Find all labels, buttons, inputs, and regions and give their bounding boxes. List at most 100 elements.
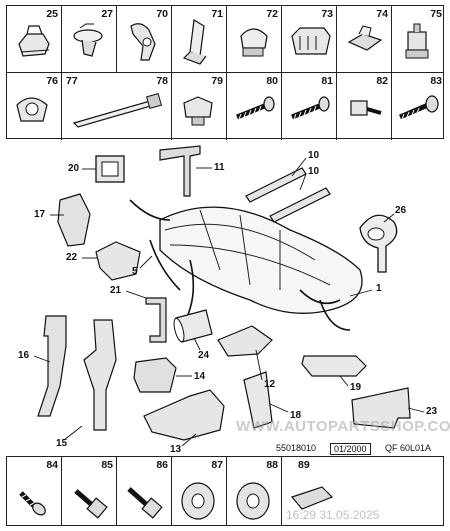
part-number: 72 xyxy=(266,8,278,20)
callout-10a: 10 xyxy=(308,150,320,161)
part-number: 78 xyxy=(156,75,168,87)
part-number: 75 xyxy=(430,8,442,20)
clip-25-icon xyxy=(18,25,50,57)
clip-71-icon xyxy=(182,19,207,65)
cable-tie-icon xyxy=(72,92,163,128)
callout-20: 20 xyxy=(68,163,80,174)
part-cell-70[interactable]: 70 xyxy=(117,6,172,72)
part-number: 74 xyxy=(376,8,388,20)
part-number: 25 xyxy=(46,8,58,20)
bracket-20-shape xyxy=(95,155,125,183)
watermark-site: WWW.AUTOPARTSSHOP.COM xyxy=(236,418,450,435)
bracket-19-shape xyxy=(301,355,367,377)
callout-17: 17 xyxy=(34,209,46,220)
part-number: 88 xyxy=(266,459,278,471)
screw-84-icon xyxy=(19,491,46,516)
harness-wires xyxy=(164,209,331,290)
bolt-82-icon xyxy=(350,100,382,116)
leader-lines xyxy=(33,157,425,447)
part-number: 73 xyxy=(321,8,333,20)
bottom-parts-grid: 84 85 86 87 88 89 xyxy=(6,456,444,526)
part-cell-75[interactable]: 75 xyxy=(392,6,445,72)
clip-76-icon xyxy=(16,97,48,122)
part-cell-84[interactable]: 84 xyxy=(7,457,62,525)
part-cell-87[interactable]: 87 xyxy=(172,457,227,525)
callout-5: 5 xyxy=(132,266,138,277)
part-cell-27[interactable]: 27 xyxy=(62,6,117,72)
part-number: 79 xyxy=(211,75,223,87)
clip-70-icon xyxy=(130,23,156,61)
part-number: 87 xyxy=(211,459,223,471)
rail-10b-shape xyxy=(269,187,331,223)
callout-19: 19 xyxy=(350,382,362,393)
part-number: 81 xyxy=(321,75,333,87)
part-cell-89[interactable]: 89 xyxy=(282,457,445,525)
callout-18: 18 xyxy=(290,410,302,421)
bolt-86-icon xyxy=(127,487,163,519)
part-cell-82[interactable]: 82 xyxy=(337,73,392,140)
part-cell-83[interactable]: 83 xyxy=(392,73,445,140)
part-cell-25[interactable]: 25 xyxy=(7,6,62,72)
bracket-12-shape xyxy=(217,325,273,357)
bracket-11-shape xyxy=(159,145,201,197)
grommet-87-icon xyxy=(181,482,215,520)
callout-10b: 10 xyxy=(308,166,320,177)
part-number: 89 xyxy=(298,459,310,471)
part-number: 76 xyxy=(46,75,58,87)
part-cell-73[interactable]: 73 xyxy=(282,6,337,72)
part-number: 82 xyxy=(376,75,388,87)
part-cell-86[interactable]: 86 xyxy=(117,457,172,525)
callout-26: 26 xyxy=(395,205,407,216)
part-number: 86 xyxy=(156,459,168,471)
bracket-17-shape xyxy=(57,193,91,247)
screw-83-icon xyxy=(399,95,439,120)
dashboard-harness-shape xyxy=(159,206,363,314)
part-cell-72[interactable]: 72 xyxy=(227,6,282,72)
watermark-timestamp: 16:29 31.05.2025 xyxy=(286,508,380,522)
bracket-16-shape xyxy=(37,315,67,417)
part-cell-76[interactable]: 76 xyxy=(7,73,62,140)
part-cell-80[interactable]: 80 xyxy=(227,73,282,140)
clamp-26-shape xyxy=(359,214,398,273)
part-cell-79[interactable]: 79 xyxy=(172,73,227,140)
part-number: 70 xyxy=(156,8,168,20)
bracket-15-shape xyxy=(83,319,117,431)
clip-72-icon xyxy=(240,28,268,57)
part-cell-81[interactable]: 81 xyxy=(282,73,337,140)
bracket-21-shape xyxy=(145,297,167,343)
part-cell-71[interactable]: 71 xyxy=(172,6,227,72)
part-cell-88[interactable]: 88 xyxy=(227,457,282,525)
callout-23: 23 xyxy=(426,406,438,417)
callout-15: 15 xyxy=(56,438,68,449)
callout-14: 14 xyxy=(194,371,206,382)
callout-24: 24 xyxy=(198,350,210,361)
part-number: 80 xyxy=(266,75,278,87)
part-number: 27 xyxy=(101,8,113,20)
callout-22: 22 xyxy=(66,252,78,263)
bracket-13-shape xyxy=(143,389,225,441)
plug-79-icon xyxy=(183,96,213,126)
clip-89-icon xyxy=(290,486,334,510)
diagram-code: 55018010 xyxy=(276,443,317,453)
callout-16: 16 xyxy=(18,350,30,361)
part-cell-74[interactable]: 74 xyxy=(337,6,392,72)
part-number: 84 xyxy=(46,459,58,471)
callout-1: 1 xyxy=(376,283,382,294)
cylinder-24-shape xyxy=(175,309,213,343)
callout-12: 12 xyxy=(264,379,276,390)
diagram-model: QF 60L01A xyxy=(385,443,432,453)
top-parts-grid: 25 27 70 71 72 7 xyxy=(6,5,445,140)
screw-80-icon xyxy=(236,96,275,120)
part-cell-85[interactable]: 85 xyxy=(62,457,117,525)
part-number: 71 xyxy=(211,8,223,20)
screw-81-icon xyxy=(291,96,330,120)
callout-13: 13 xyxy=(170,444,182,455)
grid-row-divider xyxy=(7,72,443,73)
clip-75-icon xyxy=(405,23,429,59)
grommet-88-icon xyxy=(236,482,270,520)
clip-27-icon xyxy=(73,23,103,57)
part-14-shape xyxy=(133,357,177,393)
harness-branches xyxy=(129,199,351,331)
rail-10a-shape xyxy=(245,167,307,203)
part-cell-77-78[interactable]: 77 78 xyxy=(62,73,172,140)
